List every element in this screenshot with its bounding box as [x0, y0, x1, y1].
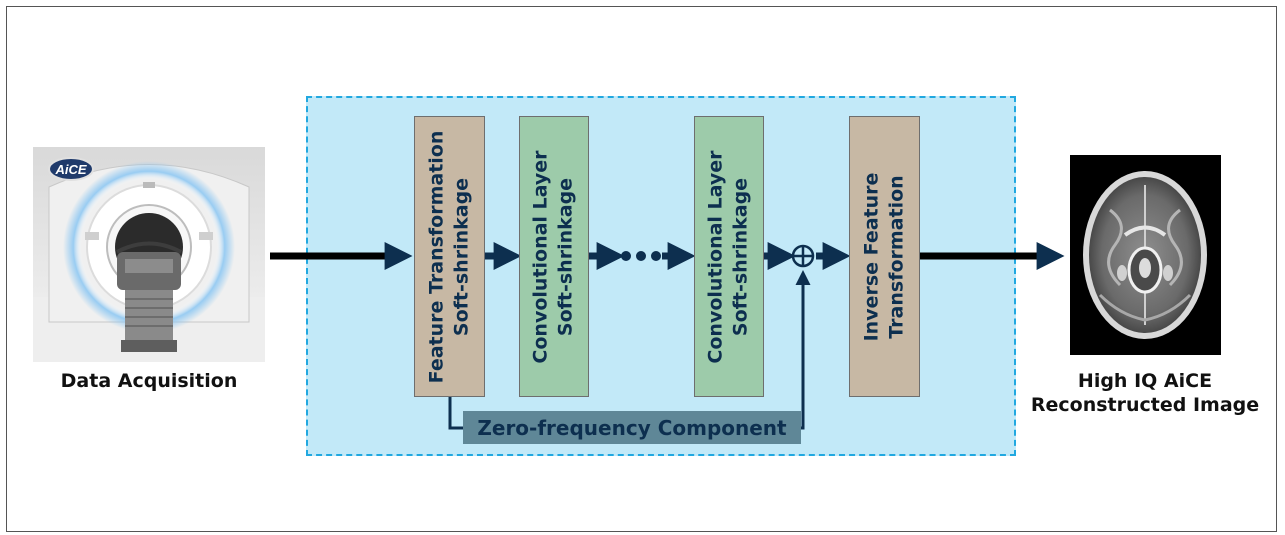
- block-label: Soft-shrinkage: [555, 177, 577, 336]
- block-label: Convolutional Layer: [705, 149, 727, 364]
- block-label: Inverse Feature: [860, 172, 883, 341]
- skip-connection: [448, 270, 811, 430]
- ellipsis-dot: [651, 251, 661, 261]
- block-label: Feature Transformation: [425, 130, 448, 383]
- block-label: Transformation: [885, 174, 908, 339]
- block-label: Soft-shrinkage: [730, 177, 752, 336]
- main-flow-arrows: [270, 242, 1065, 270]
- convolutional-layer-block-2: Convolutional Layer Soft-shrinkage: [694, 116, 764, 397]
- ellipsis-dot: [636, 251, 646, 261]
- input-caption: Data Acquisition: [33, 369, 265, 393]
- figure-frame: [6, 6, 1277, 532]
- block-label: Convolutional Layer: [530, 149, 552, 364]
- block-label: Soft-shrinkage: [450, 177, 473, 336]
- brain-mri-image: [1070, 155, 1221, 355]
- convolutional-layer-block-1: Convolutional Layer Soft-shrinkage: [519, 116, 589, 397]
- zero-frequency-component-box: Zero-frequency Component: [463, 411, 801, 444]
- ct-scanner-image: AiCE: [33, 147, 265, 362]
- output-caption: High IQ AiCE Reconstructed Image: [1030, 369, 1260, 417]
- scanner-logo: AiCE: [54, 162, 86, 177]
- caption-text: High IQ AiCE: [1077, 370, 1213, 392]
- inverse-feature-transformation-block: Inverse Feature Transformation: [849, 116, 920, 397]
- caption-text: Reconstructed Image: [1030, 394, 1260, 416]
- feature-transformation-block: Feature Transformation Soft-shrinkage: [414, 116, 485, 397]
- caption-text: Data Acquisition: [60, 370, 238, 392]
- sum-node: [791, 244, 815, 268]
- ellipsis-dot: [621, 251, 631, 261]
